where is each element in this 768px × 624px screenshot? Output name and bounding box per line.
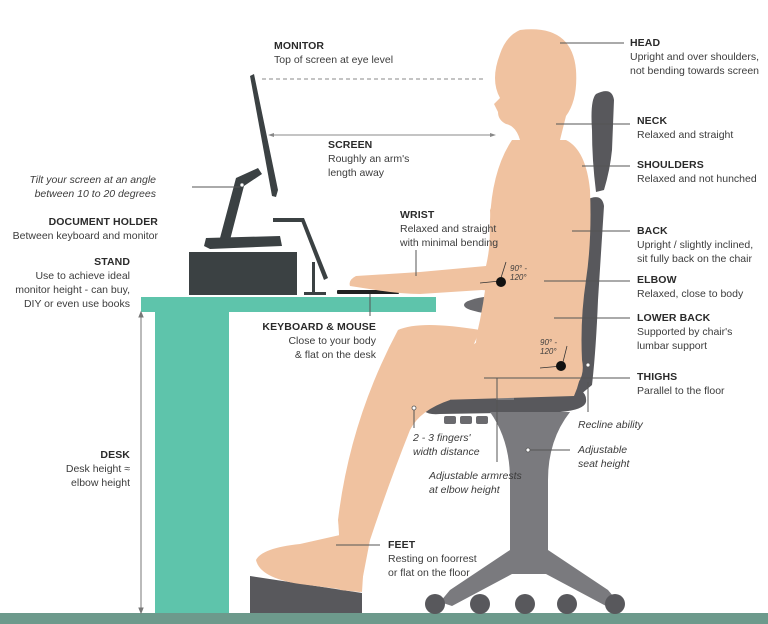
label-desc: Adjustable armrests	[429, 470, 522, 482]
hip-angle-label: 90° - 120°	[540, 338, 557, 356]
lower-back-label: LOWER BACK Supported by chair's lumbar s…	[637, 311, 732, 353]
label-desc: DIY or even use books	[23, 298, 130, 310]
angle-line-2: 120°	[510, 273, 527, 282]
label-title: LOWER BACK	[637, 312, 711, 324]
elbow-angle-label: 90° - 120°	[510, 264, 527, 282]
desk	[141, 297, 436, 613]
label-title: STAND	[94, 256, 130, 268]
document-holder-label: DOCUMENT HOLDER Between keyboard and mon…	[0, 215, 158, 243]
label-desc: sit fully back on the chair	[637, 253, 752, 265]
label-desc: Upright and over shoulders,	[630, 51, 759, 63]
seat-height-label: Adjustable seat height	[578, 443, 629, 471]
label-desc: Tilt your screen at an angle	[29, 174, 156, 186]
label-desc: Relaxed and straight	[400, 223, 497, 235]
label-desc: width distance	[413, 446, 480, 458]
monitor-label: MONITOR Top of screen at eye level	[274, 39, 393, 67]
label-desc: Between keyboard and monitor	[12, 230, 158, 242]
angle-line-1: 90° -	[540, 338, 557, 347]
thighs-label: THIGHS Parallel to the floor	[637, 370, 725, 398]
label-title: BACK	[637, 225, 668, 237]
label-title: SCREEN	[328, 139, 373, 151]
angle-line-1: 90° -	[510, 264, 527, 273]
elbow-label: ELBOW Relaxed, close to body	[637, 273, 743, 301]
keyboard-mouse-label: KEYBOARD & MOUSE Close to your body & fl…	[240, 320, 376, 362]
person	[256, 29, 591, 592]
label-desc: Upright / slightly inclined,	[637, 239, 754, 251]
feet-label: FEET Resting on foorrest or flat on the …	[388, 538, 477, 580]
label-title: DESK	[100, 449, 130, 461]
label-title: HEAD	[630, 37, 661, 49]
label-desc: 2 - 3 fingers'	[413, 432, 471, 444]
label-title: WRIST	[400, 209, 435, 221]
leader-lines	[192, 42, 630, 546]
label-title: FEET	[388, 539, 416, 551]
label-desc: Close to your body	[288, 335, 376, 347]
label-desc: Use to achieve ideal	[35, 270, 130, 282]
armrests-label: Adjustable armrests at elbow height	[429, 469, 522, 497]
screen-label: SCREEN Roughly an arm's length away	[328, 138, 409, 180]
label-desc: seat height	[578, 458, 630, 470]
head-label: HEAD Upright and over shoulders, not ben…	[630, 36, 759, 78]
label-title: MONITOR	[274, 40, 325, 52]
label-desc: Supported by chair's	[637, 326, 733, 338]
label-title: NECK	[637, 115, 668, 127]
desk-label: DESK Desk height ≈ elbow height	[40, 448, 130, 490]
label-desc: between 10 to 20 degrees	[34, 188, 156, 200]
label-title: ELBOW	[637, 274, 677, 286]
tilt-label: Tilt your screen at an angle between 10 …	[10, 173, 156, 201]
label-desc: Parallel to the floor	[637, 385, 725, 397]
label-desc: not bending towards screen	[630, 65, 759, 77]
label-desc: Resting on foorrest	[388, 553, 477, 565]
recline-label: Recline ability	[578, 418, 643, 432]
stand-label: STAND Use to achieve ideal monitor heigh…	[0, 255, 130, 311]
label-desc: Relaxed and straight	[637, 129, 734, 141]
label-desc: lumbar support	[637, 340, 708, 352]
angle-line-2: 120°	[540, 347, 557, 356]
shoulders-label: SHOULDERS Relaxed and not hunched	[637, 158, 757, 186]
tilt-pivot-icon	[239, 182, 245, 188]
monitor	[204, 74, 282, 249]
label-desc: & flat on the desk	[294, 349, 376, 361]
label-title: THIGHS	[637, 371, 678, 383]
elbow-angle-marker	[479, 261, 507, 287]
label-desc: with minimal bending	[400, 237, 499, 249]
neck-label: NECK Relaxed and straight	[637, 114, 733, 142]
back-label: BACK Upright / slightly inclined, sit fu…	[637, 224, 753, 266]
label-desc: or flat on the floor	[388, 567, 470, 579]
footrest	[250, 576, 362, 613]
label-desc: Relaxed, close to body	[637, 288, 744, 300]
label-desc: length away	[328, 167, 385, 179]
label-desc: Recline ability	[578, 419, 643, 431]
desk-height-arrow	[138, 310, 144, 615]
label-desc: Adjustable	[578, 444, 628, 456]
screen-distance-arrow	[268, 133, 496, 137]
label-title: KEYBOARD & MOUSE	[262, 321, 376, 333]
fingers-distance-label: 2 - 3 fingers' width distance	[413, 431, 480, 459]
label-desc: Desk height ≈	[65, 463, 130, 475]
label-desc: at elbow height	[429, 484, 500, 496]
label-desc: Relaxed and not hunched	[637, 173, 757, 185]
label-title: SHOULDERS	[637, 159, 704, 171]
label-desc: Roughly an arm's	[328, 153, 410, 165]
wrist-label: WRIST Relaxed and straight with minimal …	[400, 208, 498, 250]
label-desc: Top of screen at eye level	[274, 54, 394, 66]
floor	[0, 613, 768, 624]
monitor-stand	[189, 252, 297, 295]
document-holder	[273, 218, 328, 295]
label-title: DOCUMENT HOLDER	[48, 216, 158, 228]
label-desc: monitor height - can buy,	[15, 284, 130, 296]
label-desc: elbow height	[71, 477, 130, 489]
hip-angle-marker	[539, 345, 568, 371]
